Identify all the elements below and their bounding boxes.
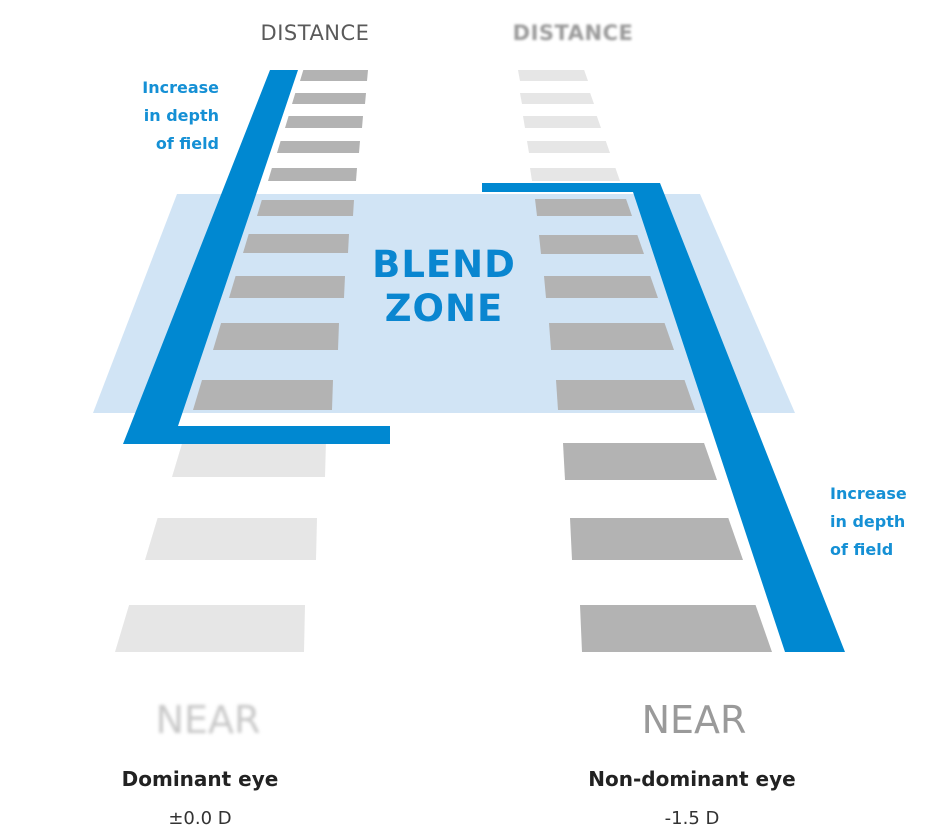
blend-zone-line: ZONE	[384, 287, 504, 330]
chart-row-bar	[549, 323, 674, 350]
chart-row-bar	[535, 199, 632, 216]
chart-row-bar	[563, 443, 717, 480]
dominant-eye-label: Dominant eye	[121, 767, 279, 791]
chart-row-bar	[292, 93, 366, 104]
chart-row-bar	[523, 116, 601, 128]
chart-row-bar	[539, 235, 644, 254]
right-depth-of-field-bracket	[482, 183, 845, 652]
non-dominant-eye-chart-rows	[518, 70, 772, 652]
dof-line: Increase	[830, 484, 907, 503]
chart-row-bar	[285, 116, 363, 128]
chart-row-bar	[520, 93, 594, 104]
dominant-eye-zone-rows	[193, 200, 354, 410]
dof-line: of field	[830, 540, 894, 559]
chart-row-bar	[580, 605, 772, 652]
chart-row-bar	[300, 70, 368, 81]
dof-line: Increase	[142, 78, 219, 97]
non-dominant-eye-label: Non-dominant eye	[588, 767, 796, 791]
chart-row-bar	[213, 323, 339, 350]
left-near-label: NEAR	[155, 698, 261, 742]
chart-row-bar	[527, 141, 610, 153]
left-depth-of-field-bracket	[123, 70, 390, 444]
dominant-eye-power: ±0.0 D	[168, 808, 232, 829]
dof-line: in depth	[143, 106, 219, 125]
chart-row-bar	[518, 70, 588, 81]
chart-row-bar	[556, 380, 695, 410]
chart-row-bar	[115, 605, 305, 652]
chart-row-bar	[243, 234, 349, 253]
right-distance-label: DISTANCE	[512, 21, 634, 45]
right-near-label: NEAR	[641, 698, 747, 742]
right-dof-label: Increase in depth of field	[830, 480, 907, 564]
chart-row-bar	[277, 141, 360, 153]
dof-line: in depth	[830, 512, 906, 531]
chart-row-bar	[268, 168, 357, 181]
chart-row-bar	[145, 518, 317, 560]
chart-row-bar	[570, 518, 743, 560]
non-dominant-eye-power: -1.5 D	[664, 808, 720, 829]
dominant-eye-chart-rows	[115, 70, 368, 652]
blend-zone-line: BLEND	[372, 243, 516, 286]
chart-row-bar	[172, 440, 326, 477]
chart-row-bar	[257, 200, 354, 216]
left-dof-label: Increase in depth of field	[142, 74, 219, 158]
non-dominant-eye-zone-rows	[535, 199, 695, 410]
dof-line: of field	[155, 134, 219, 153]
chart-row-bar	[530, 168, 620, 181]
left-distance-label: DISTANCE	[260, 21, 370, 45]
chart-row-bar	[229, 276, 345, 298]
chart-row-bar	[544, 276, 658, 298]
blend-zone-label: BLEND ZONE	[372, 243, 516, 331]
chart-row-bar	[193, 380, 333, 410]
